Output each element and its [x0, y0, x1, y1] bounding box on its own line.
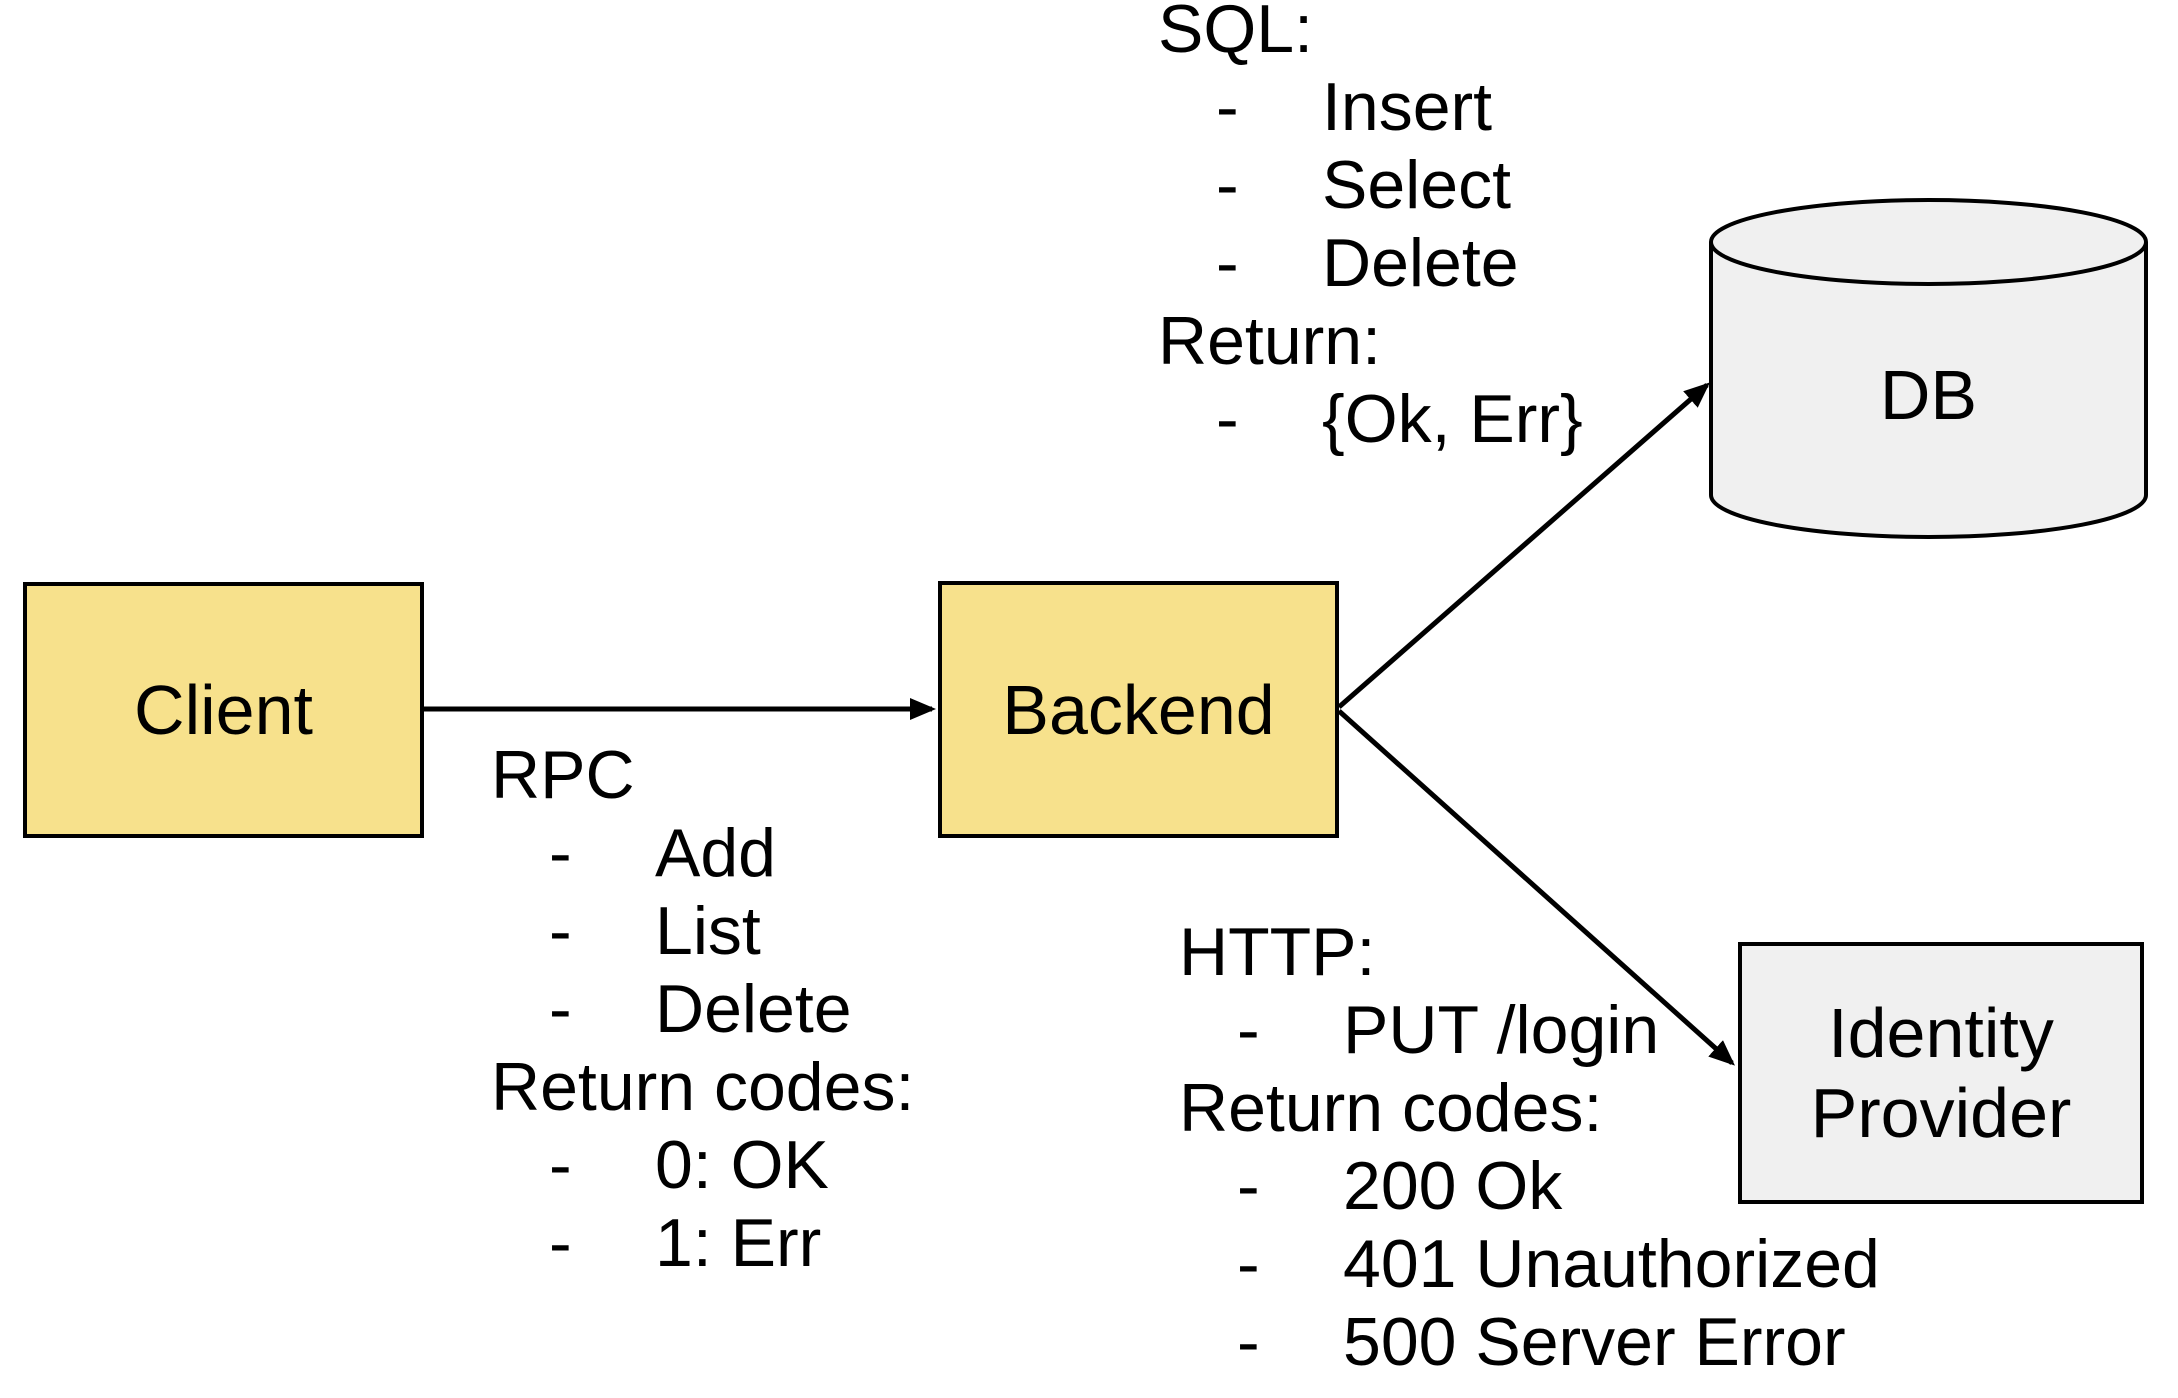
http-return-item: - 401 Unauthorized	[1179, 1225, 1880, 1303]
bullet-dash: -	[1237, 1226, 1260, 1302]
rpc-return-item: - 1: Err	[491, 1204, 914, 1282]
db-cylinder-top	[1709, 198, 2148, 286]
rpc-subheading: Return codes:	[491, 1049, 915, 1125]
sql-return-item: - {Ok, Err}	[1158, 380, 1583, 458]
http-subheading: Return codes:	[1179, 1070, 1603, 1146]
sql-item: - Insert	[1158, 68, 1583, 146]
rpc-item: - Add	[491, 814, 914, 892]
node-identity-provider-label-line2: Provider	[1810, 1074, 2072, 1152]
http-return-item: - 200 Ok	[1179, 1147, 1880, 1225]
bullet-dash: -	[1216, 381, 1239, 457]
rpc-item: - Delete	[491, 970, 914, 1048]
bullet-dash: -	[549, 815, 572, 891]
node-backend: Backend	[938, 581, 1339, 838]
rpc-return-item: - 0: OK	[491, 1126, 914, 1204]
arrow-backend-to-db	[1337, 382, 1711, 709]
db-cylinder-body	[1709, 242, 2148, 539]
node-identity-provider-label-line1: Identity	[1828, 994, 2054, 1072]
sql-subheading: Return:	[1158, 303, 1381, 379]
sql-item: - Select	[1158, 146, 1583, 224]
rpc-heading: RPC	[491, 737, 635, 813]
sql-item: - Delete	[1158, 224, 1583, 302]
node-backend-label: Backend	[1002, 670, 1275, 749]
node-client-label: Client	[134, 671, 313, 749]
bullet-dash: -	[1237, 1148, 1260, 1224]
http-heading: HTTP:	[1179, 914, 1376, 990]
arrow-backend-to-identity-provider	[1337, 709, 1735, 1066]
bullet-dash: -	[1237, 992, 1260, 1068]
node-db-label: DB	[1879, 356, 1978, 434]
edge-label-sql: SQL: - Insert - Select - Delete Return: …	[1158, 0, 1583, 458]
bullet-dash: -	[1216, 147, 1239, 223]
bullet-dash: -	[549, 1127, 572, 1203]
http-item: - PUT /login	[1179, 991, 1880, 1069]
node-identity-provider: Identity Provider	[1738, 942, 2144, 1204]
sql-heading: SQL:	[1158, 0, 1313, 67]
edge-label-http: HTTP: - PUT /login Return codes: - 200 O…	[1179, 913, 1880, 1381]
edge-label-rpc: RPC - Add - List - Delete Return codes: …	[491, 736, 914, 1282]
bullet-dash: -	[1216, 225, 1239, 301]
rpc-item: - List	[491, 892, 914, 970]
node-client: Client	[23, 582, 424, 838]
bullet-dash: -	[549, 971, 572, 1047]
bullet-dash: -	[1216, 69, 1239, 145]
bullet-dash: -	[549, 1205, 572, 1281]
http-return-item: - 500 Server Error	[1179, 1303, 1880, 1381]
bullet-dash: -	[549, 893, 572, 969]
bullet-dash: -	[1237, 1304, 1260, 1380]
